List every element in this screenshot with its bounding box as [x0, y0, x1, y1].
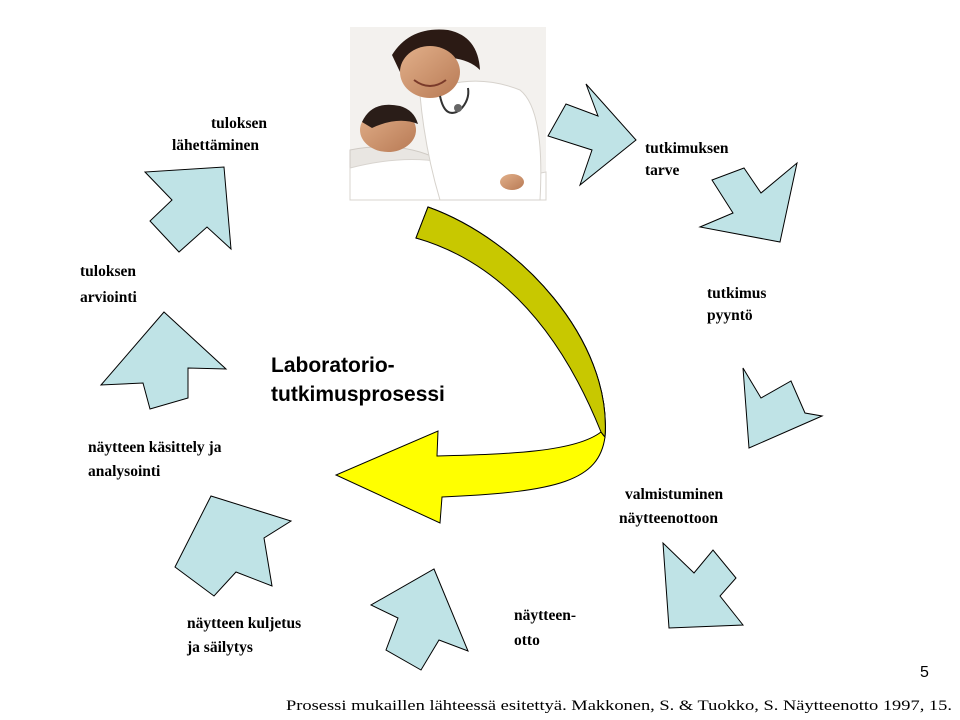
step-label-line: ja säilytys: [186, 639, 253, 656]
step-label-line: analysointi: [88, 463, 161, 480]
step-label-5: näytteen kuljetus ja säilytys: [186, 615, 305, 656]
step-label-8: tuloksen lähettäminen: [172, 115, 271, 154]
cycle-arrow-5: [369, 568, 469, 671]
page-number: 5: [920, 664, 929, 681]
step-label-7: tuloksen arviointi: [80, 263, 140, 306]
cycle-arrow-6: [174, 495, 293, 597]
cycle-arrow-3: [742, 367, 824, 449]
diagram-title-line-2: tutkimusprosessi: [271, 383, 445, 406]
step-label-line: pyyntö: [707, 307, 753, 324]
step-label-line: tutkimus: [707, 285, 766, 302]
step-label-line: tarve: [645, 162, 680, 179]
step-label-3: valmistuminen näytteenottoon: [619, 486, 727, 527]
step-label-line: näytteen-: [514, 607, 576, 624]
cycle-arrow-7: [99, 311, 228, 410]
step-label-line: näytteen kuljetus: [187, 615, 301, 632]
cycle-arrow-1: [547, 83, 637, 187]
cycle-arrow-8: [143, 166, 232, 253]
central-cycle-arrow: [334, 206, 606, 524]
step-label-line: näytteen käsittely ja: [88, 439, 222, 456]
step-label-6: näytteen käsittely ja analysointi: [88, 439, 225, 480]
source-citation: Prosessi mukaillen lähteessä esitettyä. …: [286, 698, 952, 714]
doctor-patient-photo: [349, 27, 547, 201]
step-label-line: tutkimuksen: [645, 140, 729, 157]
step-label-line: valmistuminen: [625, 486, 724, 503]
step-label-4: näytteen- otto: [514, 607, 580, 649]
diagram-title-line-1: Laboratorio-: [271, 354, 395, 377]
cycle-arrows: [99, 83, 824, 671]
step-label-line: otto: [514, 632, 540, 649]
step-label-line: lähettäminen: [172, 137, 259, 154]
step-label-line: näytteenottoon: [619, 510, 718, 527]
step-label-2: tutkimus pyyntö: [707, 285, 770, 324]
cycle-arrow-2: [698, 161, 798, 243]
step-label-line: tuloksen: [80, 263, 136, 280]
step-label-line: arviointi: [80, 289, 138, 306]
step-label-1: tutkimuksen tarve: [645, 140, 732, 179]
diagram-title: Laboratorio- tutkimusprosessi: [271, 354, 445, 406]
step-label-line: tuloksen: [211, 115, 267, 132]
cycle-arrow-4: [662, 541, 745, 629]
